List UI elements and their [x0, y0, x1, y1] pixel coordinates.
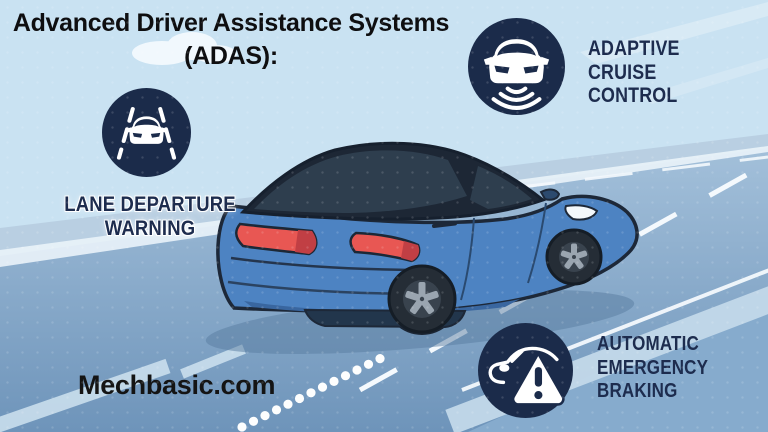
watermark-text: Mechbasic.com: [78, 370, 276, 400]
lane-departure-label: LANE DEPARTURE WARNING: [64, 193, 236, 240]
side-mirror: [539, 188, 561, 201]
page-title-line1: Advanced Driver Assistance Systems: [12, 9, 450, 37]
emergency-braking-label: AUTOMATIC EMERGENCY BRAKING: [597, 333, 709, 402]
door-handle: [432, 221, 457, 228]
page-title: Advanced Driver Assistance Systems (ADAS…: [0, 7, 462, 73]
sky-streak: [580, 2, 768, 64]
adaptive-cruise-label: ADAPTIVE CRUISE CONTROL: [588, 37, 680, 107]
dotted-path-trail: [237, 354, 385, 432]
front-wheel: [545, 228, 603, 286]
adaptive-cruise-badge: [468, 18, 565, 115]
lane-marking-band: [0, 358, 171, 432]
cloud: [132, 32, 237, 65]
car-illustration: [216, 141, 639, 335]
headlight: [564, 204, 599, 221]
page-title-line2: (ADAS):: [184, 42, 278, 70]
sky-streak: [640, 58, 768, 104]
adaptive-cruise-icon: [483, 39, 550, 110]
rear-wheel: [387, 264, 457, 334]
emergency-braking-badge: [478, 323, 573, 418]
lane-departure-icon: [116, 107, 177, 160]
lane-marking-band: [180, 344, 246, 379]
lane-dashed-line-far: [429, 155, 768, 200]
lane-departure-badge: [102, 88, 191, 177]
emergency-braking-icon: [488, 346, 565, 406]
